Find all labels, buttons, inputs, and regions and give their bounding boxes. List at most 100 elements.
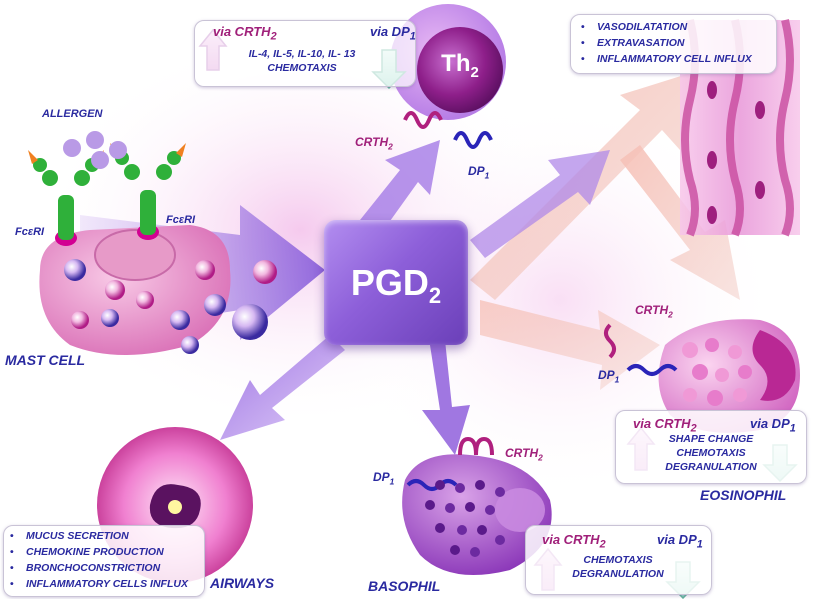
allergen-icon [63, 131, 127, 169]
th2-effects-box [194, 20, 416, 87]
crth2-subscript: 2 [388, 141, 393, 152]
granule [170, 310, 190, 330]
granule [253, 260, 277, 284]
granule [683, 388, 697, 402]
th2-effect-line: CHEMOTAXIS [267, 62, 337, 74]
granule [204, 294, 226, 316]
dp1-receptor-icon [406, 479, 458, 491]
dp1-subscript: 1 [484, 170, 490, 181]
arrow-to-vessel-purple [470, 150, 610, 258]
airways-effects-list: MUCUS SECRETION CHEMOKINE PRODUCTION BRO… [4, 526, 204, 592]
eos-effect-line: SHAPE CHANGE [668, 433, 754, 445]
via-crth-text: via CRTH [633, 416, 691, 431]
crth2-subscript: 2 [538, 452, 543, 463]
th2-label: Th2 [425, 50, 495, 81]
granule [445, 503, 455, 513]
eosinophil-granules [682, 338, 752, 406]
eos-dp1-label: DP1 [598, 368, 619, 384]
crth-text: CRTH [635, 303, 669, 317]
granule [733, 388, 747, 402]
airway-effect-item: BRONCHOCONSTRICTION [10, 560, 204, 576]
arrow-to-th2 [360, 140, 440, 235]
airway-effect-item: CHEMOKINE PRODUCTION [10, 544, 204, 560]
dp-text: DP [598, 368, 615, 382]
pgd2-text: PGD [350, 262, 429, 303]
granule [136, 291, 154, 309]
dp1-receptor-icon [626, 364, 678, 376]
baso-dp1-label: DP1 [373, 470, 394, 486]
basophil-granules [425, 480, 505, 557]
via-crth-text: via CRTH [542, 532, 600, 547]
granule [105, 280, 125, 300]
allergen-label: ALLERGEN [42, 108, 103, 120]
arrow-to-eosinophil [480, 300, 660, 390]
dp-text: DP [373, 470, 390, 484]
granule [195, 260, 215, 280]
baso-crth2-label: CRTH2 [505, 446, 543, 462]
eos-effect-line: DEGRANULATION [665, 461, 757, 473]
eos-crth2-label: CRTH2 [635, 303, 673, 319]
dp1-subscript: 1 [696, 538, 703, 551]
vascular-effect-item: EXTRAVASATION [581, 35, 776, 51]
arrow-to-airways [220, 335, 345, 440]
granule [705, 338, 719, 352]
airway-effect-item: INFLAMMATORY CELLS INFLUX [10, 576, 204, 592]
via-dp-text: via DP [657, 532, 697, 547]
dp1-receptor-icon [453, 131, 493, 149]
granule [682, 342, 698, 358]
baso-effect-line: CHEMOTAXIS [583, 554, 653, 566]
granule [101, 309, 119, 327]
crth2-receptor-icon [403, 111, 443, 129]
via-crth2-label: via CRTH2 [213, 24, 277, 43]
vascular-effects-list: VASODILATATION EXTRAVASATION INFLAMMATOR… [571, 15, 776, 67]
eos-via-dp1-label: via DP1 [750, 416, 796, 435]
baso-effect-line: DEGRANULATION [572, 568, 664, 580]
fceri-label-right: FcεRI [166, 214, 196, 226]
granule [692, 364, 708, 380]
granule [435, 480, 445, 490]
crth2-subscript: 2 [690, 422, 697, 435]
eosinophil-effects-text: SHAPE CHANGE CHEMOTAXIS DEGRANULATION [656, 432, 766, 474]
th2-text: Th [441, 50, 471, 77]
baso-via-dp1-label: via DP1 [657, 532, 703, 551]
basophil-label: BASOPHIL [368, 578, 441, 594]
basophil-effects-text: CHEMOTAXIS DEGRANULATION [568, 553, 668, 581]
eos-effect-line: CHEMOTAXIS [676, 447, 746, 459]
granule [450, 545, 460, 555]
baso-via-crth2-label: via CRTH2 [542, 532, 606, 551]
granule [738, 365, 752, 379]
via-dp-text: via DP [370, 24, 410, 39]
airway-effect-item: MUCUS SECRETION [10, 528, 204, 544]
via-crth-text: via CRTH [213, 24, 271, 39]
crth2-receptor-icon [458, 436, 494, 456]
ige-antibody-icon [28, 150, 104, 246]
eosinophil-effects-box [615, 410, 807, 484]
th2-subscript: 2 [470, 63, 479, 81]
pgd2-label: PGD2 [324, 262, 468, 309]
airways-effects-box: MUCUS SECRETION CHEMOKINE PRODUCTION BRO… [3, 525, 205, 597]
dp1-subscript: 1 [389, 476, 395, 487]
granule [475, 480, 485, 490]
granule [495, 535, 505, 545]
crth2-subscript: 2 [270, 30, 277, 43]
th2-cell [390, 4, 506, 149]
via-dp-text: via DP [750, 416, 790, 431]
vascular-effects-box: VASODILATATION EXTRAVASATION INFLAMMATOR… [570, 14, 777, 74]
dp1-subscript: 1 [409, 30, 416, 43]
granule [470, 547, 480, 557]
granule [64, 259, 86, 281]
eosinophil-label: EOSINOPHIL [700, 487, 787, 503]
dp1-subscript: 1 [789, 422, 796, 435]
granule [715, 368, 729, 382]
granule [457, 525, 467, 535]
granule [181, 336, 199, 354]
granule [707, 390, 723, 406]
via-dp1-label: via DP1 [370, 24, 416, 43]
crth2-subscript: 2 [668, 309, 673, 320]
crth2-receptor-icon [604, 323, 616, 359]
granule [465, 502, 475, 512]
th2-dp1-label: DP1 [468, 164, 489, 180]
mast-cell-label: MAST CELL [5, 352, 86, 368]
mast-cell-granules [64, 259, 277, 354]
